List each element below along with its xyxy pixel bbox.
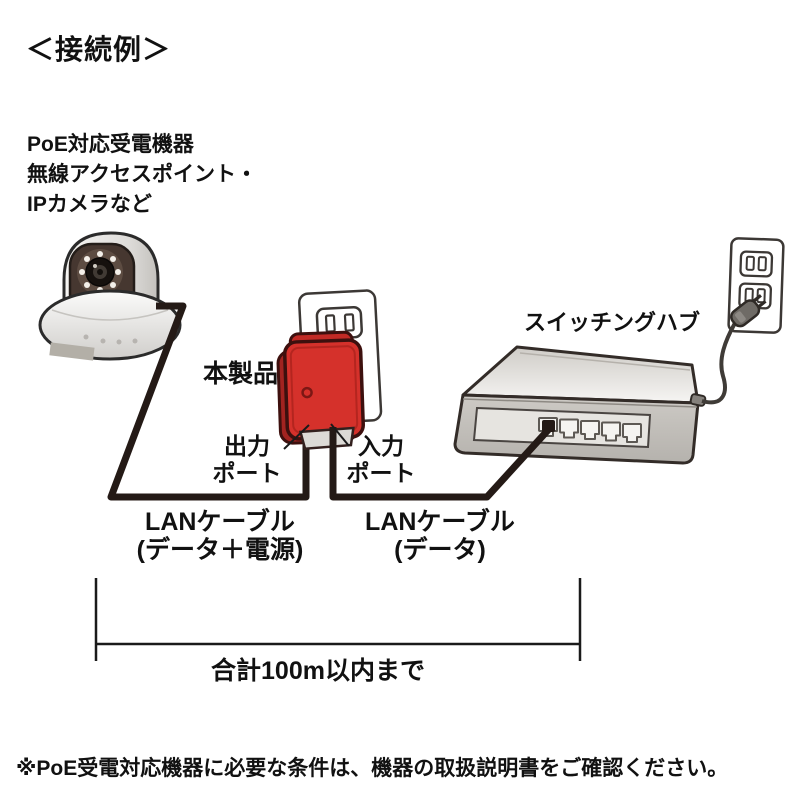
footnote: ※PoE受電対応機器に必要な条件は、機器の取扱説明書をご確認ください。 bbox=[16, 757, 729, 780]
powered-device-label-line1: PoE対応受電機器 bbox=[27, 133, 194, 156]
switching-hub-illustration bbox=[453, 345, 707, 465]
lan-cable-data-label-line2: (データ) bbox=[394, 536, 486, 564]
product-device-illustration bbox=[276, 330, 365, 451]
ip-camera-illustration bbox=[38, 231, 182, 361]
input-port-label-line1: 入力 bbox=[358, 433, 404, 459]
input-port-label-line2: ポート bbox=[346, 460, 416, 486]
lan-cable-data-label-line1: LANケーブル bbox=[365, 508, 515, 536]
input-port-label: 入力 ポート bbox=[336, 433, 426, 487]
power-plug-and-cord bbox=[701, 294, 767, 405]
switching-hub-label: スイッチングハブ bbox=[524, 310, 701, 335]
output-port-label: 出力 ポート bbox=[202, 433, 292, 487]
lan-cable-data bbox=[329, 426, 552, 501]
output-port-label-line1: 出力 bbox=[224, 433, 270, 459]
lan-cable-power-label: LANケーブル (データ＋電源) bbox=[128, 508, 312, 564]
output-port-label-line2: ポート bbox=[212, 460, 282, 486]
lan-plug-in-hub bbox=[542, 420, 555, 432]
length-bracket bbox=[94, 578, 582, 661]
lan-cable-data-power bbox=[107, 302, 310, 501]
input-port-pointer bbox=[330, 423, 350, 447]
powered-device-label-line2: 無線アクセスポイント・ bbox=[27, 163, 257, 186]
output-port-pointer bbox=[283, 424, 310, 450]
powered-device-label-line3: IPカメラなど bbox=[27, 193, 152, 216]
lan-cable-power-label-line2: (データ＋電源) bbox=[136, 536, 304, 564]
product-label: 本製品 bbox=[203, 360, 279, 388]
page-title: ＜接続例＞ bbox=[26, 34, 172, 65]
lan-cable-power-label-line1: LANケーブル bbox=[145, 508, 295, 536]
powered-device-label: PoE対応受電機器 無線アクセスポイント・ IPカメラなど bbox=[27, 130, 257, 220]
total-length-label: 合計100m以内まで bbox=[211, 657, 425, 685]
lan-cable-data-label: LANケーブル (データ) bbox=[348, 508, 532, 564]
